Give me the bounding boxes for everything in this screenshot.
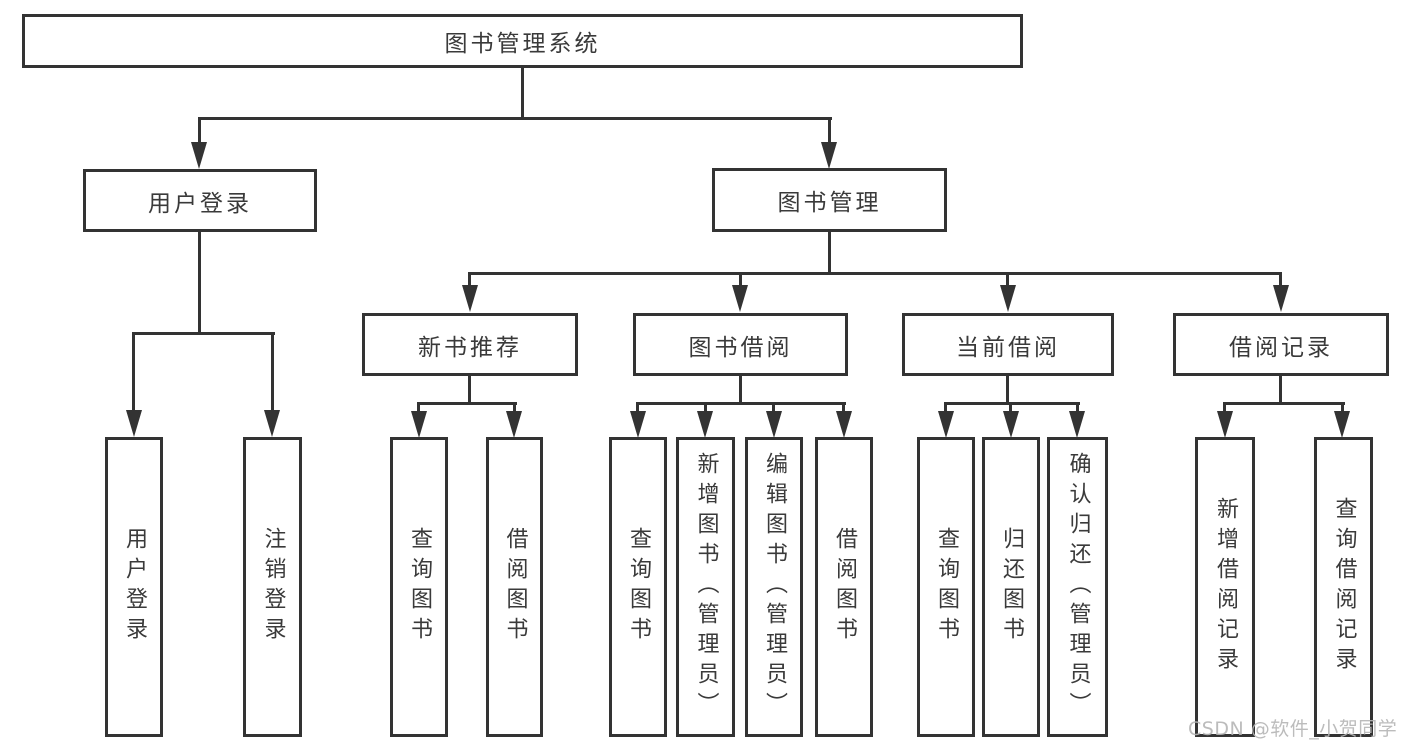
arrow-down-icon	[630, 411, 646, 438]
leaf-logout: 注销登录	[243, 437, 302, 737]
node-label: 新书推荐	[418, 334, 522, 361]
connector-line	[132, 332, 135, 413]
connector-line	[521, 68, 524, 120]
node-label: 图书管理系统	[444, 31, 601, 57]
node-new-book-recommendation: 新书推荐	[362, 313, 578, 376]
arrow-down-icon	[1217, 411, 1233, 438]
node-label: 注销登录	[260, 527, 286, 647]
leaf-query-books-recommend: 查询图书	[390, 437, 448, 737]
arrow-down-icon	[506, 411, 522, 438]
node-label: 查询图书	[934, 527, 959, 647]
watermark: CSDN @软件_小贺同学	[1188, 718, 1398, 740]
connector-line	[468, 376, 471, 405]
node-library-management-system: 图书管理系统	[22, 14, 1023, 68]
leaf-add-books-admin: 新增图书（管理员）	[676, 437, 735, 737]
connector-line	[1076, 402, 1079, 413]
node-book-borrowing: 图书借阅	[633, 313, 848, 376]
connector-line	[944, 402, 1080, 405]
arrow-down-icon	[1334, 411, 1350, 438]
connector-line	[468, 272, 1281, 275]
node-user-login: 用户登录	[83, 169, 317, 232]
connector-line	[704, 402, 707, 413]
arrow-down-icon	[1003, 411, 1019, 438]
node-label: 当前借阅	[956, 334, 1060, 361]
node-label: 新增图书（管理员）	[693, 452, 719, 722]
connector-line	[636, 402, 639, 413]
arrow-down-icon	[766, 411, 782, 438]
node-label: 用户登录	[122, 527, 147, 647]
connector-line	[772, 402, 775, 413]
connector-line	[636, 402, 846, 405]
arrow-down-icon	[191, 142, 207, 169]
leaf-return-books: 归还图书	[982, 437, 1040, 737]
connector-line	[417, 402, 420, 413]
leaf-add-borrow-record: 新增借阅记录	[1195, 437, 1255, 737]
connector-line	[513, 402, 516, 413]
node-label: 确认归还（管理员）	[1065, 452, 1091, 722]
connector-line	[271, 332, 274, 413]
arrow-down-icon	[411, 411, 427, 438]
connector-line	[739, 272, 742, 287]
leaf-edit-books-admin: 编辑图书（管理员）	[745, 437, 803, 737]
connector-line	[739, 376, 742, 405]
connector-line	[468, 272, 471, 287]
node-book-management: 图书管理	[712, 168, 947, 232]
connector-line	[828, 232, 831, 275]
node-label: 查询图书	[626, 527, 651, 647]
node-label: 用户登录	[148, 190, 252, 217]
node-label: 借阅图书	[502, 527, 528, 647]
leaf-borrow-books-recommend: 借阅图书	[486, 437, 543, 737]
arrow-down-icon	[1000, 285, 1016, 312]
arrow-down-icon	[938, 411, 954, 438]
leaf-borrow-books-borrow: 借阅图书	[815, 437, 873, 737]
connector-line	[1223, 402, 1226, 413]
leaf-user-login: 用户登录	[105, 437, 163, 737]
node-label: 编辑图书（管理员）	[762, 452, 787, 722]
arrow-down-icon	[732, 285, 748, 312]
node-label: 图书借阅	[688, 334, 793, 361]
connector-line	[1279, 376, 1282, 405]
arrow-down-icon	[462, 285, 478, 312]
connector-line	[1279, 272, 1282, 287]
leaf-query-books-borrow: 查询图书	[609, 437, 667, 737]
node-label: 借阅记录	[1229, 334, 1333, 361]
arrow-down-icon	[1069, 411, 1085, 438]
connector-line	[1009, 402, 1012, 413]
node-label: 图书管理	[777, 190, 882, 216]
connector-line	[1006, 376, 1009, 405]
connector-line	[828, 117, 831, 144]
node-label: 新增借阅记录	[1213, 497, 1238, 677]
connector-line	[417, 402, 517, 405]
connector-line	[132, 332, 275, 335]
leaf-confirm-return-admin: 确认归还（管理员）	[1047, 437, 1108, 737]
node-label: 借阅图书	[832, 527, 857, 647]
connector-line	[198, 117, 201, 144]
arrow-down-icon	[836, 411, 852, 438]
node-label: 查询借阅记录	[1331, 497, 1357, 677]
leaf-query-books-current: 查询图书	[917, 437, 975, 737]
arrow-down-icon	[126, 410, 142, 437]
arrow-down-icon	[1273, 285, 1289, 312]
connector-line	[944, 402, 947, 413]
node-current-borrowing: 当前借阅	[902, 313, 1114, 376]
leaf-query-borrow-record: 查询借阅记录	[1314, 437, 1373, 737]
node-label: 查询图书	[407, 527, 432, 647]
arrow-down-icon	[821, 142, 837, 169]
connector-line	[1223, 402, 1345, 405]
arrow-down-icon	[264, 410, 280, 437]
node-borrowing-records: 借阅记录	[1173, 313, 1389, 376]
connector-line	[1006, 272, 1009, 287]
connector-line	[1341, 402, 1344, 413]
connector-line	[198, 232, 201, 335]
node-label: 归还图书	[999, 527, 1024, 647]
connector-line	[198, 117, 832, 120]
connector-line	[842, 402, 845, 413]
arrow-down-icon	[697, 411, 713, 438]
